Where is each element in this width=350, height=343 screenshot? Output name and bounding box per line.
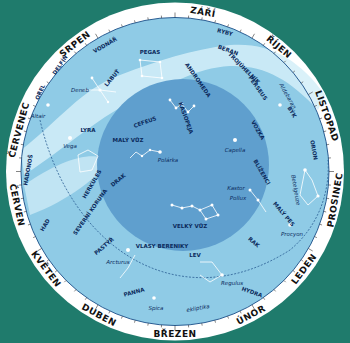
tick-mark <box>161 16 162 18</box>
tick-mark <box>274 289 276 291</box>
tick-mark <box>263 43 264 45</box>
tick-mark <box>308 249 312 252</box>
tick-mark <box>315 237 317 238</box>
stars <box>46 59 319 300</box>
tick-mark <box>55 270 57 272</box>
tick-mark <box>21 198 23 199</box>
star-label: Procyon <box>281 231 303 237</box>
tick-mark <box>175 13 176 18</box>
tick-mark <box>214 320 216 322</box>
tick-mark <box>134 320 136 322</box>
star-label: Vega <box>63 143 77 149</box>
tick-mark <box>74 289 76 291</box>
tick-mark <box>324 211 326 213</box>
star-label: Kastor <box>227 185 244 191</box>
circumpolar-region <box>97 79 269 251</box>
ecliptic-line <box>40 120 328 278</box>
star-label: Spica <box>149 305 164 311</box>
tick-mark <box>301 82 303 83</box>
tick-mark <box>19 157 21 158</box>
star-label: Capella <box>225 147 246 153</box>
tick-mark <box>315 105 317 106</box>
horizon-circle <box>21 18 329 326</box>
tick-mark <box>147 17 148 19</box>
month-label: BŘEZEN <box>153 329 196 339</box>
tick-mark <box>24 211 26 213</box>
tick-mark <box>329 171 334 172</box>
tick-mark <box>74 52 76 54</box>
tick-mark <box>327 198 329 199</box>
star-label: Arcturus <box>106 259 129 265</box>
constellation-label: MALÝ VŮZ <box>113 137 144 143</box>
constellation-lines <box>78 60 318 282</box>
tick-mark <box>328 184 330 185</box>
tick-mark <box>201 323 202 325</box>
star-label: Regulus <box>221 280 243 286</box>
tick-mark <box>201 17 202 19</box>
tick-mark <box>188 325 189 327</box>
tick-mark <box>263 298 264 300</box>
tick-mark <box>147 323 148 325</box>
star-label: Pollux <box>230 195 246 201</box>
tick-mark <box>328 157 330 158</box>
tick-mark <box>16 171 21 172</box>
star-label: Altair <box>31 113 46 119</box>
tick-mark <box>252 34 255 38</box>
tick-mark <box>121 24 123 26</box>
tick-mark <box>28 117 30 119</box>
constellation-label: PEGAS <box>140 49 161 55</box>
tick-mark <box>109 30 110 32</box>
tick-mark <box>308 92 312 95</box>
tick-mark <box>33 105 35 106</box>
tick-mark <box>274 52 276 54</box>
tick-mark <box>320 224 322 226</box>
tick-mark <box>214 20 216 22</box>
tick-mark <box>227 24 229 26</box>
tick-mark <box>284 280 286 282</box>
tick-mark <box>284 61 286 63</box>
constellation-label: VLASY BERENIKY <box>136 243 189 249</box>
tick-mark <box>64 280 66 282</box>
tick-mark <box>28 224 30 226</box>
star-label: Polárka <box>158 157 178 163</box>
star-label: Deneb <box>71 87 89 93</box>
tick-mark <box>188 16 189 18</box>
tick-mark <box>293 71 295 73</box>
tick-mark <box>85 43 86 45</box>
tick-mark <box>121 316 123 318</box>
tick-mark <box>47 260 49 261</box>
tick-mark <box>85 298 86 300</box>
tick-mark <box>134 20 136 22</box>
constellation-label: LEV <box>189 252 201 258</box>
date-ring <box>6 3 344 341</box>
tick-mark <box>109 311 110 313</box>
tick-mark <box>327 144 329 145</box>
tick-mark <box>240 311 241 313</box>
tick-mark <box>161 325 162 327</box>
tick-mark <box>47 82 49 83</box>
date-ticks <box>16 13 334 331</box>
tick-mark <box>24 130 26 132</box>
tick-mark <box>240 30 241 32</box>
sky-disk <box>21 18 329 326</box>
tick-mark <box>21 144 23 145</box>
tick-mark <box>33 237 35 238</box>
constellation-label: VELKÝ VŮZ <box>173 223 207 229</box>
tick-mark <box>324 130 326 132</box>
tick-mark <box>227 316 229 318</box>
tick-mark <box>19 184 21 185</box>
constellation-label: LYRA <box>80 127 95 133</box>
tick-mark <box>96 34 99 38</box>
